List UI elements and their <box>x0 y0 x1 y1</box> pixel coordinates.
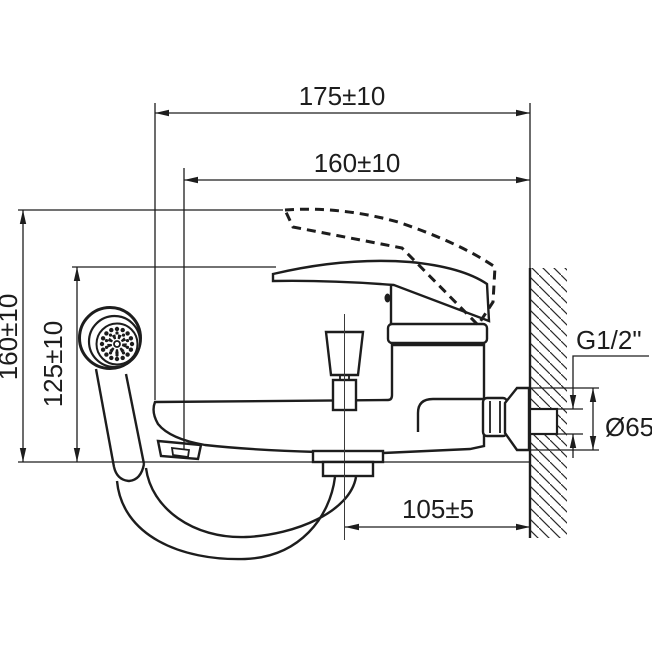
dim-label-inner-width: 160±10 <box>314 148 401 178</box>
hose-outer-edge <box>115 476 337 561</box>
body-fillet-edge <box>416 397 483 432</box>
dim-thread-size: G1/2" <box>569 325 649 458</box>
handle-pivot-screw <box>384 293 391 303</box>
dimension-annotations: 175±10 160±10 160±10 125±10 <box>0 81 652 531</box>
aerator-step-1 <box>311 449 385 464</box>
connection-nut <box>481 396 509 438</box>
wall-flange <box>503 386 531 452</box>
spout-body-outline <box>152 343 486 455</box>
dim-label-spout-reach: 105±5 <box>402 494 474 524</box>
dim-inner-width: 160±10 <box>184 148 530 184</box>
shower-handle-cap <box>112 463 146 483</box>
faucet-body <box>152 286 489 478</box>
supply-pipe <box>528 407 559 436</box>
spout-underside-tab <box>156 439 203 461</box>
cartridge-collar <box>386 322 489 345</box>
lever-handle <box>271 207 497 328</box>
dim-label-flange-diameter: Ø65 <box>605 412 652 442</box>
wall-connection <box>481 386 559 452</box>
shower-handle-right-edge <box>124 373 146 465</box>
ext-lines-pipe <box>558 408 583 435</box>
ext-lines-flange <box>530 387 599 451</box>
hand-shower <box>78 306 146 483</box>
wall-section <box>528 268 567 538</box>
hose-inner-edge <box>144 467 358 539</box>
dim-handle-height: 125±10 <box>38 267 81 462</box>
shower-center-hole <box>113 340 121 348</box>
dim-label-overall-height: 160±10 <box>0 294 23 381</box>
hand-shower-head <box>78 306 142 370</box>
nut-facets <box>489 401 501 433</box>
aerator-step-2 <box>321 460 375 478</box>
dim-spout-reach: 105±5 <box>345 494 530 531</box>
dim-label-thread-size: G1/2" <box>576 325 642 355</box>
shower-hose <box>115 467 358 561</box>
dim-label-handle-height: 125±10 <box>38 321 68 408</box>
spout-tab-detail <box>170 446 191 459</box>
dim-overall-height: 160±10 <box>0 210 27 462</box>
shower-handle-left-edge <box>94 368 116 468</box>
dim-flange-diameter: Ø65 <box>589 388 652 450</box>
dim-overall-width: 175±10 <box>155 81 530 117</box>
wall-hatch <box>530 268 567 538</box>
shower-spray-nozzles <box>99 326 135 362</box>
dim-label-overall-width: 175±10 <box>299 81 386 111</box>
lever-handle-solid <box>271 259 491 323</box>
